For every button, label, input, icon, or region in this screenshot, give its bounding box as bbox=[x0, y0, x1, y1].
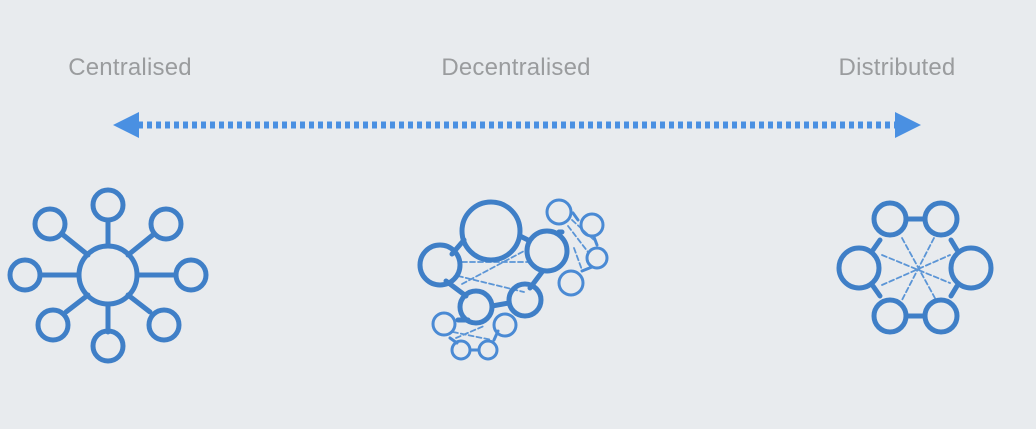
mesh-dashed-links bbox=[881, 237, 951, 301]
spoke-node-bottom-left bbox=[35, 307, 71, 343]
major-hub-large bbox=[459, 199, 523, 263]
centralised-network bbox=[7, 187, 209, 364]
hub-node bbox=[76, 243, 140, 307]
spectrum-arrow bbox=[113, 112, 921, 138]
arrow-head-right bbox=[895, 112, 921, 138]
minor-node bbox=[545, 198, 573, 226]
minor-node bbox=[579, 212, 605, 238]
spoke-node-left bbox=[7, 257, 43, 293]
spoke-links bbox=[37, 217, 179, 335]
distributed-network bbox=[836, 200, 994, 335]
spoke-node-right bbox=[173, 257, 209, 293]
spoke-node-bottom bbox=[90, 328, 126, 364]
major-hub-left bbox=[417, 242, 463, 288]
ring-node-bottom-left bbox=[871, 297, 909, 335]
label-centralised: Centralised bbox=[68, 54, 192, 81]
decentralised-network bbox=[417, 198, 609, 361]
spoke-node-top-right bbox=[148, 206, 184, 242]
minor-node bbox=[450, 339, 472, 361]
major-hub-right bbox=[524, 228, 570, 274]
minor-node bbox=[431, 311, 457, 337]
spoke-node-bottom-right bbox=[146, 307, 182, 343]
ring-node-left bbox=[836, 245, 882, 291]
minor-node bbox=[585, 246, 609, 270]
minor-node bbox=[492, 312, 518, 338]
thin-links bbox=[448, 211, 599, 352]
minor-node bbox=[477, 339, 499, 361]
spoke-node-top-left bbox=[32, 206, 68, 242]
ring-nodes bbox=[836, 200, 994, 335]
ring-node-bottom-right bbox=[922, 297, 960, 335]
ring-node-top-right bbox=[922, 200, 960, 238]
decentralised-nodes bbox=[417, 199, 570, 326]
hub-lower-left bbox=[457, 288, 495, 326]
label-decentralised: Decentralised bbox=[441, 54, 591, 81]
arrow-head-left bbox=[113, 112, 139, 138]
ring-node-top-left bbox=[871, 200, 909, 238]
minor-nodes bbox=[431, 198, 609, 361]
spoke-node-top bbox=[90, 187, 126, 223]
label-distributed: Distributed bbox=[838, 54, 956, 81]
ring-node-right bbox=[948, 245, 994, 291]
minor-node bbox=[557, 269, 585, 297]
dashed-links bbox=[452, 219, 595, 341]
hub-lower-right bbox=[506, 281, 544, 319]
ring-links bbox=[870, 216, 960, 319]
